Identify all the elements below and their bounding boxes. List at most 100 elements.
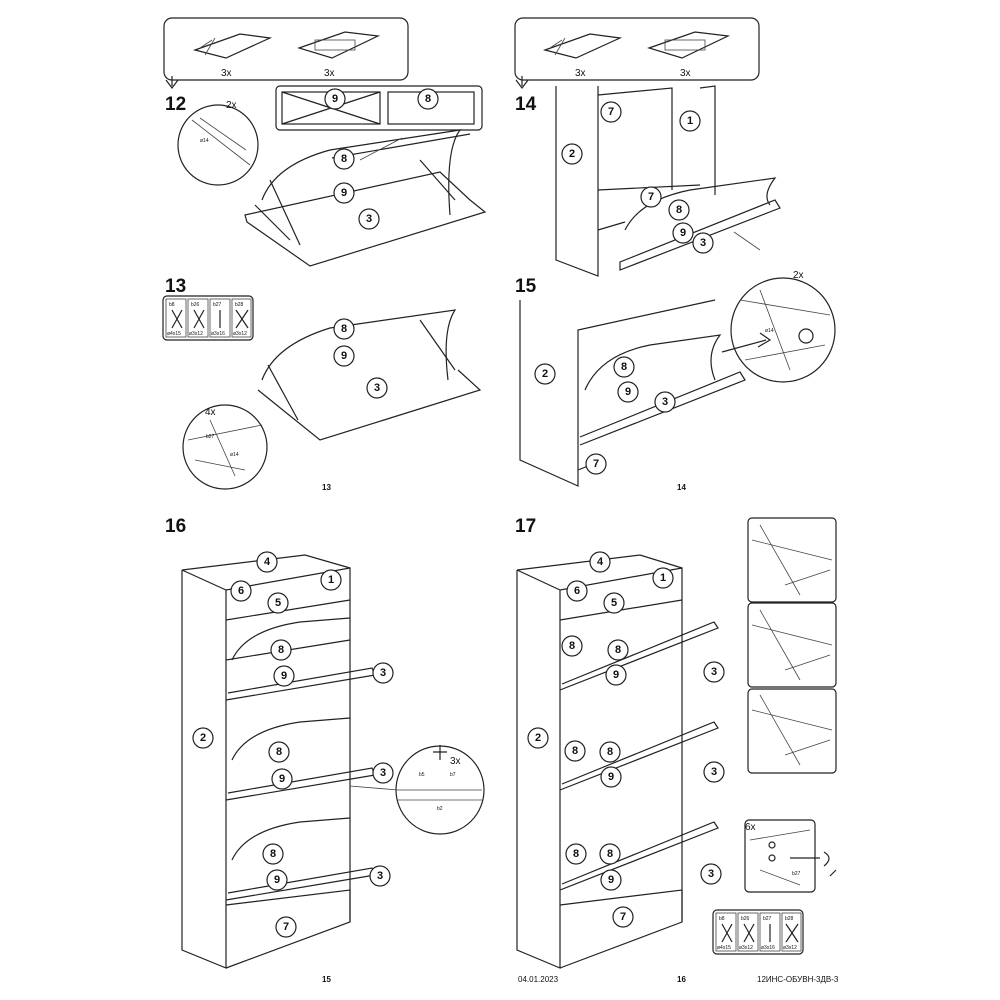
screw-label: b5: [419, 772, 425, 778]
screw-legend: b8 b26 b27 b28 ø4x15 ø3x12 ø3x16 ø3x12: [712, 909, 804, 955]
flap: [597, 199, 781, 271]
screw-label: b27: [206, 434, 215, 440]
detail-magnifier: [730, 277, 836, 383]
part-callout: 8: [621, 361, 627, 373]
arrow-icon: [359, 137, 403, 161]
part-callout: 1: [328, 574, 334, 586]
part-callout: 9: [281, 670, 287, 682]
part-callout: 4: [597, 556, 604, 568]
step-number: 17: [515, 516, 536, 537]
multiplier-label: 4x: [205, 407, 216, 418]
part-callout: 5: [611, 597, 617, 609]
part-callout: 8: [569, 640, 575, 652]
part-callout: 9: [680, 227, 686, 239]
part-callout: 7: [620, 911, 626, 923]
screw-code: b27: [213, 302, 222, 308]
screw-size: ø3x16: [761, 945, 775, 951]
screw-code: b8: [169, 302, 175, 308]
part-callout: 8: [270, 848, 276, 860]
part-callout: 3: [711, 666, 717, 678]
step-number: 15: [515, 276, 537, 297]
multiplier-label: 3x: [450, 756, 461, 767]
screw-code: b26: [191, 302, 200, 308]
part-callout: 2: [569, 148, 575, 160]
part-callout: 3: [380, 767, 386, 779]
part-callout: 9: [341, 187, 347, 199]
fitting-label: ø14: [230, 452, 239, 458]
part-callout: 7: [608, 106, 614, 118]
part-callout: 8: [341, 153, 347, 165]
footer: 15 04.01.2023 16 12ИНС-ОБУВН-3ДВ-3: [322, 975, 839, 984]
part-callout: 1: [687, 115, 693, 127]
part-callout: 3: [377, 870, 383, 882]
part-callout: 8: [572, 745, 578, 757]
part-callout: 3: [711, 766, 717, 778]
screw-code: b26: [741, 916, 750, 922]
arrow-icon: [733, 231, 761, 251]
step-13: 13 b8 b26 b27 b28 ø4x15 ø3x12 ø3x16 ø3x1…: [162, 276, 482, 492]
part-callout: 8: [278, 644, 284, 656]
page-number-left: 15: [322, 975, 331, 984]
part-callout: 9: [279, 773, 285, 785]
page-marker: 14: [677, 483, 686, 492]
step-number: 16: [165, 516, 186, 537]
part-callout: 9: [613, 669, 619, 681]
step-12: 12 9 8 2x ø14 8 9 3: [165, 85, 487, 267]
screw-size: ø4x15: [167, 331, 181, 337]
flap-board: [257, 369, 482, 441]
hinge-fitting-illustration: [192, 31, 381, 59]
detail-panels: [747, 517, 837, 774]
step-number: 14: [515, 94, 537, 115]
screw-code: b28: [235, 302, 244, 308]
part-callout: 9: [341, 350, 347, 362]
cabinet-side: [519, 299, 716, 487]
screw-code: b27: [763, 916, 772, 922]
part-callout: 9: [625, 386, 631, 398]
screw-size: ø3x12: [233, 331, 247, 337]
screwdriver-icon: [433, 745, 447, 760]
part-callout: 6: [238, 585, 244, 597]
part-callout: 8: [425, 93, 431, 105]
step-16: 16 4 1 6 5 8 9 3 2 8 9 3 8 9 3: [165, 516, 485, 969]
screw-code: b28: [785, 916, 794, 922]
detail-magnifier: [182, 404, 268, 490]
part-callout: 9: [332, 93, 338, 105]
qty-label: 3x: [324, 68, 335, 79]
document-code: 12ИНС-ОБУВН-3ДВ-3: [757, 975, 839, 984]
part-callout: 3: [662, 396, 668, 408]
part-callout: 8: [276, 746, 282, 758]
qty-label: 3x: [221, 68, 232, 79]
part-callout: 3: [366, 213, 372, 225]
multiplier-label: 2x: [226, 100, 237, 111]
detail-magnifier: [177, 104, 259, 186]
page-number-right: 16: [677, 975, 686, 984]
screw-legend: b8 b26 b27 b28 ø4x15 ø3x12 ø3x16 ø3x12: [162, 295, 254, 341]
part-callout: 6: [574, 585, 580, 597]
step-17: 17 4 1 6 5 8 8 9 3 2 8 8 9 3 8: [515, 516, 837, 969]
part-callout: 3: [700, 237, 706, 249]
screw-size: ø3x12: [783, 945, 797, 951]
part-callout: 4: [264, 556, 271, 568]
part-callout: 2: [200, 732, 206, 744]
qty-label: 3x: [680, 68, 691, 79]
screw-code: b8: [719, 916, 725, 922]
screw-label: b7: [450, 772, 456, 778]
part-callout: 8: [607, 746, 613, 758]
cabinet-body: [181, 567, 351, 969]
part-callout: 8: [615, 644, 621, 656]
part-callout: 9: [274, 874, 280, 886]
screw-size: ø4x15: [717, 945, 731, 951]
part-callout: 8: [676, 204, 682, 216]
screw-label: b27: [792, 871, 801, 877]
fitting-label: ø14: [765, 328, 774, 334]
flap-board: [244, 171, 487, 267]
part-callout: 2: [542, 368, 548, 380]
rotate-icon: [823, 851, 837, 877]
part-callout: 7: [283, 921, 289, 933]
part-callout: 3: [380, 667, 386, 679]
part-callout: 8: [341, 323, 347, 335]
screw-size: ø3x12: [189, 331, 203, 337]
part-callout: 9: [608, 771, 614, 783]
screw-label: b2: [437, 806, 443, 812]
screw-size: ø3x16: [211, 331, 225, 337]
